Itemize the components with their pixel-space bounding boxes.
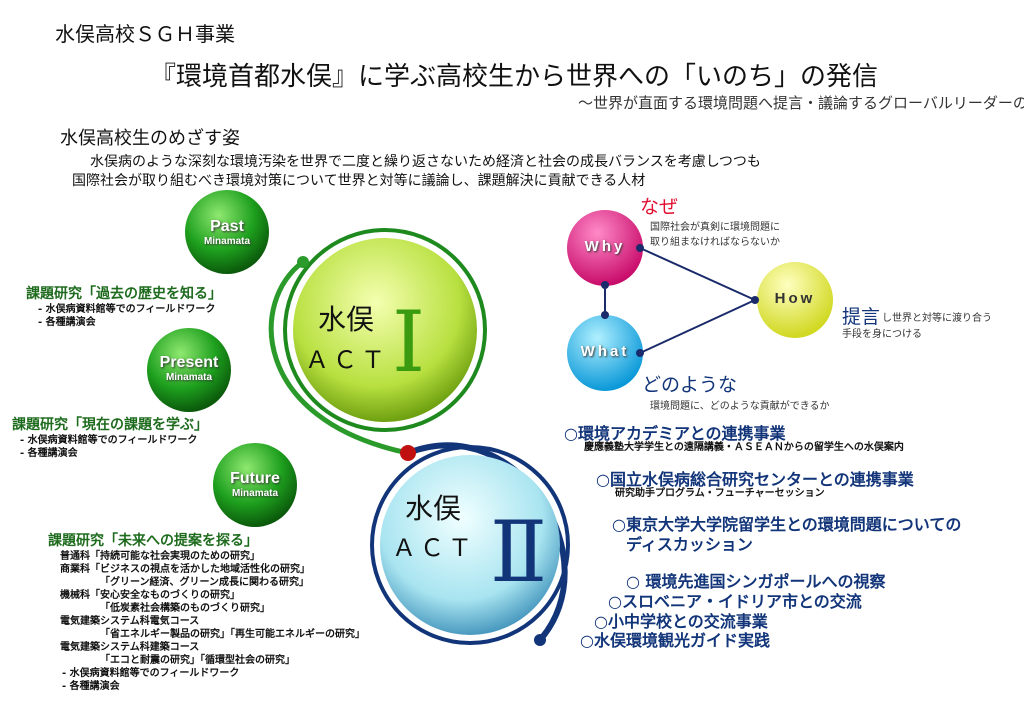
goal-heading: 水俣高校生のめざす姿: [60, 128, 240, 149]
goal-line-2: 国際社会が取り組むべき環境対策について世界と対等に議論し、課題解決に貢献できる人…: [72, 173, 646, 189]
how-desc-1: し世界と対等に渡り合う: [882, 313, 992, 324]
act2-numeral: Ⅱ: [490, 503, 548, 601]
act2-item-6: ○小中学校との交流事業: [594, 612, 768, 631]
page-title: 『環境首都水俣』に学ぶ高校生から世界への「いのち」の発信: [150, 62, 879, 92]
act2-item-3-cont: ディスカッション: [626, 535, 753, 554]
act2-outer-ring: [370, 445, 570, 645]
act2-item-4: ○ 環境先進国シンガポールへの視察: [626, 572, 886, 591]
act2-item-1-sub: 慶應義塾大学学生との遠隔講義・ＡＳＥＡＮからの留学生への水俣案内: [584, 442, 904, 453]
goal-line-1: 水俣病のような深刻な環境汚染を世界で二度と繰り返さないため経済と社会の成長バラン…: [90, 154, 761, 170]
how-desc-2: 手段を身につける: [842, 329, 922, 340]
what-heading: どのような: [642, 374, 738, 396]
act1-label: ＡＣＴ: [305, 346, 389, 374]
arc-start-dot: [297, 256, 309, 268]
act2-item-7: ○水俣環境観光ガイド実践: [580, 631, 770, 650]
research-present: 課題研究「現在の課題を学ぶ」 - 水俣病資料館等でのフィールドワーク - 各種講…: [12, 417, 208, 459]
what-circle: What: [580, 343, 630, 360]
act2-item-1: ○環境アカデミアとの連携事業: [564, 424, 786, 443]
research-future: 課題研究「未来への提案を探る」 普通科「持続可能な社会実現のための研究」 商業科…: [48, 533, 365, 692]
act1-circle: [293, 238, 477, 422]
how-heading: 提言: [842, 306, 881, 328]
act2-label: ＡＣＴ: [392, 534, 476, 562]
how-circle: How: [774, 290, 816, 307]
page-subtitle: ～世界が直面する環境問題へ提言・議論するグローバルリーダーの育成～: [578, 94, 1024, 112]
research-past: 課題研究「過去の歴史を知る」 - 水俣病資料館等でのフィールドワーク - 各種講…: [26, 286, 222, 328]
what-desc: 環境問題に、どのような貢献ができるか: [650, 401, 830, 412]
act2-item-3: ○東京大学大学院留学生との環境問題についての: [612, 515, 962, 534]
act1-name: 水俣: [318, 303, 375, 336]
arc-junction-dot: [400, 445, 416, 461]
why-desc-2: 取り組まなければならないか: [650, 237, 780, 248]
act2-circle: [380, 455, 560, 635]
act2-item-5: ○スロベニア・イドリア市との交流: [608, 592, 862, 611]
act2-item-2-sub: 研究助手プログラム・フューチャーセッション: [615, 488, 825, 499]
act1-numeral: Ⅰ: [392, 293, 426, 391]
act2-item-2: ○国立水俣病総合研究センターとの連携事業: [596, 470, 914, 489]
act1-arc: [268, 259, 409, 456]
why-desc-1: 国際社会が真剣に環境問題に: [650, 222, 780, 233]
why-circle: Why: [584, 238, 626, 255]
arc-end-dot: [534, 634, 546, 646]
act2-name: 水俣: [405, 492, 462, 525]
act1-outer-ring: [283, 228, 487, 432]
org-title: 水俣高校ＳＧＨ事業: [55, 22, 235, 46]
why-heading: なぜ: [640, 196, 679, 218]
